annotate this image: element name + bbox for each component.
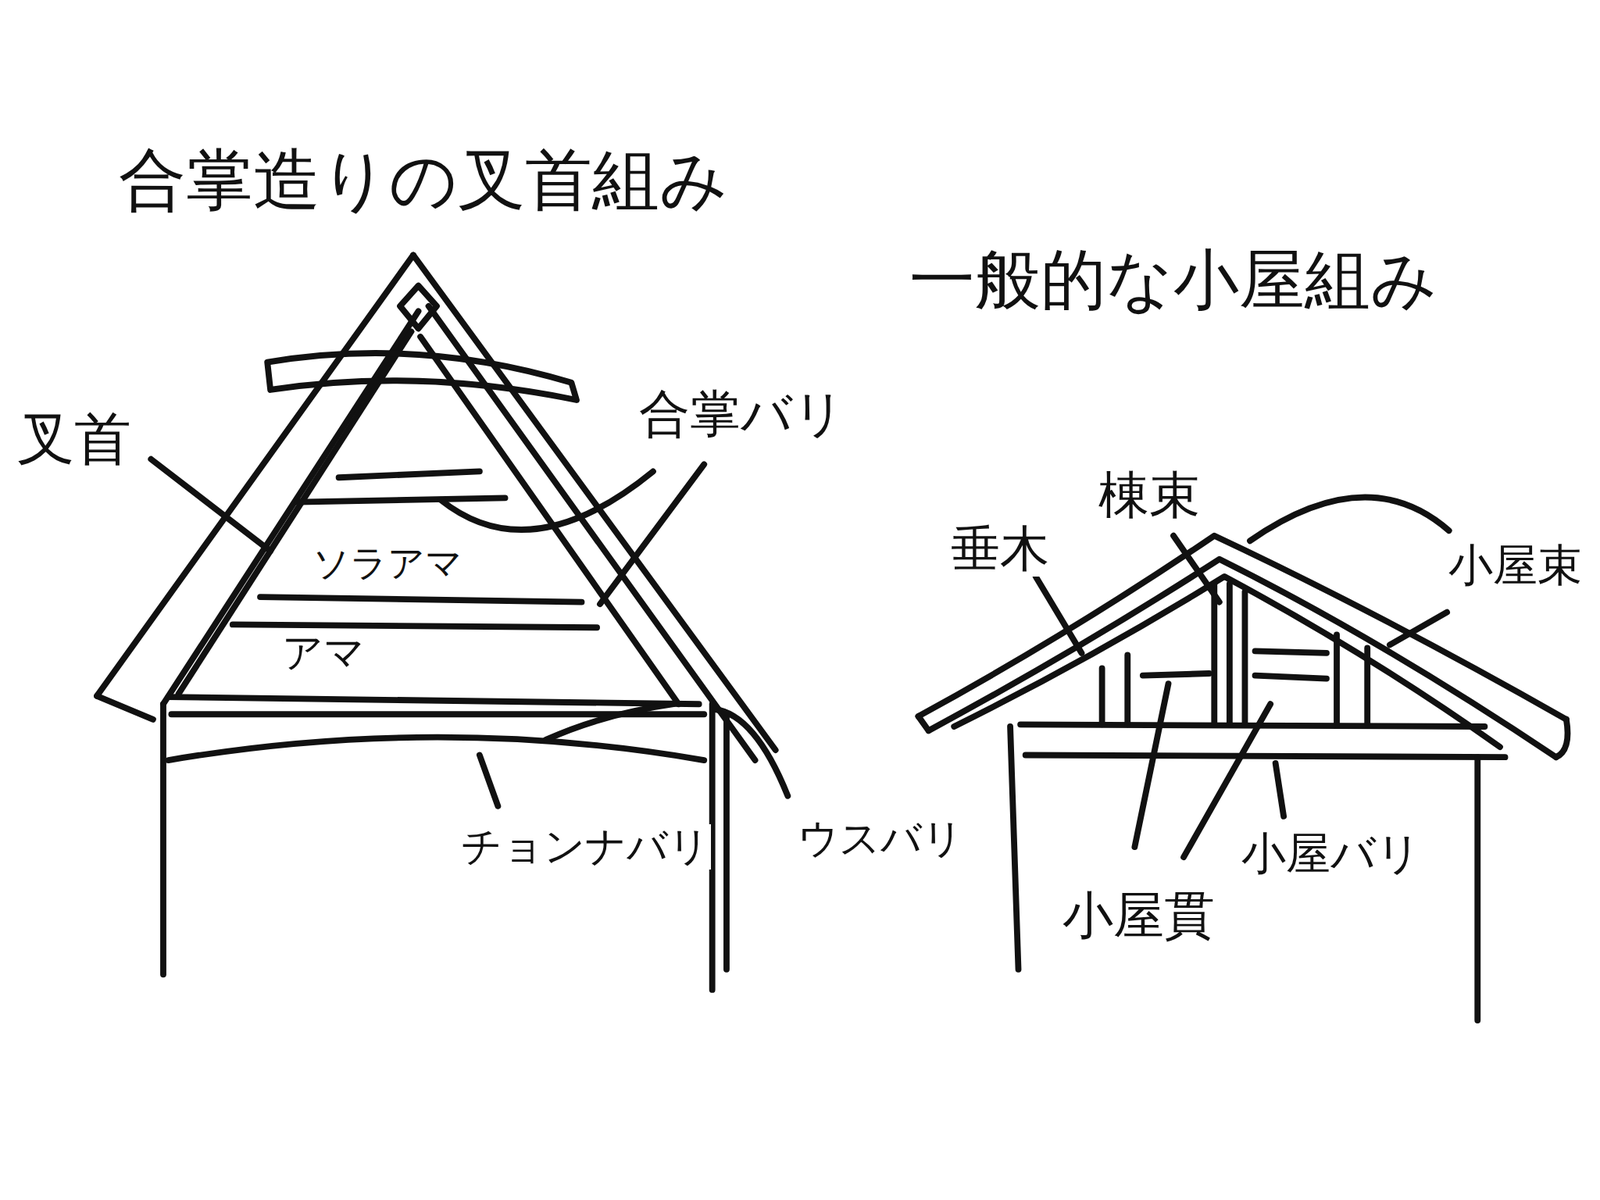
heading: 合掌造りの叉首組み bbox=[117, 142, 730, 218]
part-label: ウスバリ bbox=[796, 816, 965, 861]
koya-leaders bbox=[1035, 497, 1450, 858]
part-label: 叉首 bbox=[15, 407, 133, 471]
part-label: 垂木 bbox=[949, 522, 1051, 577]
part-label: アマ bbox=[280, 630, 367, 675]
part-label: 小屋バリ bbox=[1239, 828, 1423, 879]
gassho-frame bbox=[96, 255, 776, 990]
part-label: ソラアマ bbox=[310, 542, 465, 584]
part-label: 合掌バリ bbox=[637, 385, 847, 443]
part-label: 小屋束 bbox=[1446, 540, 1584, 590]
gassho-leaders bbox=[150, 459, 788, 807]
heading: 一般的な小屋組み bbox=[907, 244, 1440, 317]
part-label: チョンナバリ bbox=[459, 824, 711, 869]
koya-frame bbox=[918, 535, 1568, 1021]
part-label: 小屋貫 bbox=[1060, 887, 1217, 944]
part-label: 棟束 bbox=[1096, 467, 1202, 524]
